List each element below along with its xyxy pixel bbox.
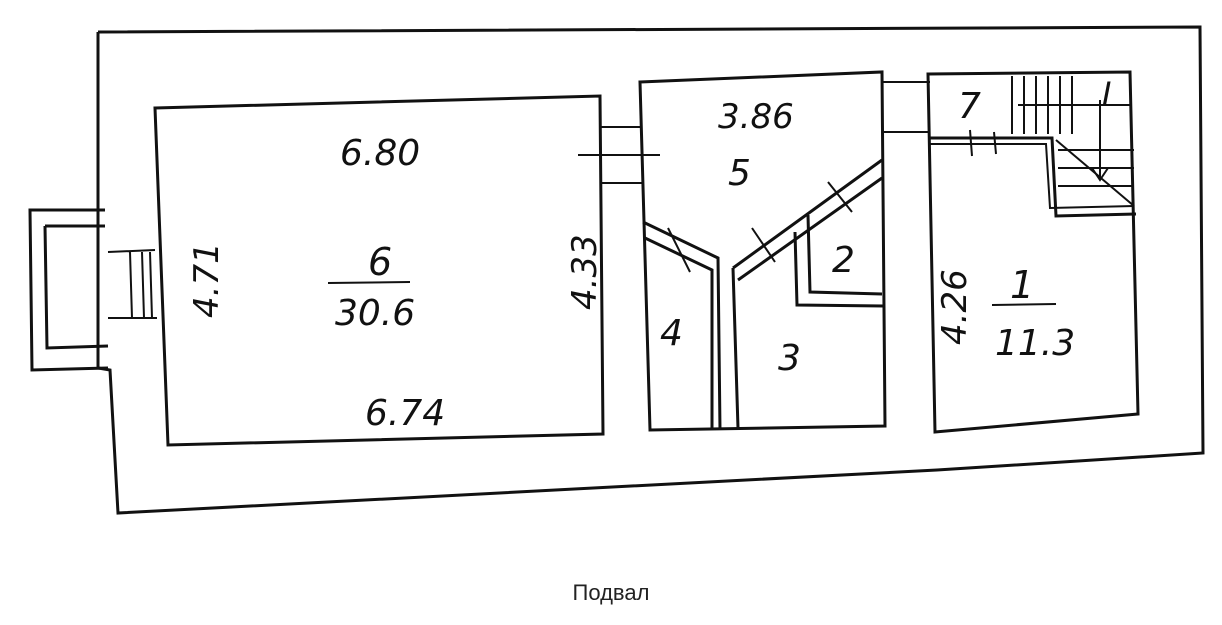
room-6-area: 30.6 [335, 293, 415, 334]
central-block: 3.86 5 4 3 2 [638, 70, 887, 432]
room-6-dim-bottom: 6.74 [365, 393, 445, 434]
room-1-fraction-line [991, 303, 1057, 306]
floor-caption: Подвал [572, 580, 650, 605]
room-1-dim-left: 4.26 [935, 269, 975, 345]
room-6-dim-top: 6.80 [340, 133, 420, 174]
room-5-dim-top: 3.86 [718, 97, 794, 137]
door-6-5 [578, 126, 660, 184]
room-6-dim-left: 4.71 [187, 242, 227, 318]
room-6-number: 6 [368, 240, 392, 284]
passage-5-1 [882, 81, 930, 133]
room-1-number: 1 [1010, 263, 1034, 307]
room-7-number: 7 [958, 86, 981, 127]
room-4-number: 4 [660, 313, 683, 354]
room-6-dim-right: 4.33 [565, 234, 605, 310]
right-block: 7 I 1 11.3 4.26 [926, 70, 1140, 434]
room-6-fraction-line [327, 281, 411, 284]
stair-mark: I [1102, 75, 1111, 113]
outer-walls [28, 25, 1205, 515]
room-2-number: 2 [832, 240, 855, 281]
room-3-number: 3 [778, 338, 801, 379]
room-5-number: 5 [728, 153, 751, 194]
room-6: 6.80 6 30.6 6.74 4.71 4.33 [153, 94, 605, 447]
room-1-area: 11.3 [995, 323, 1075, 364]
